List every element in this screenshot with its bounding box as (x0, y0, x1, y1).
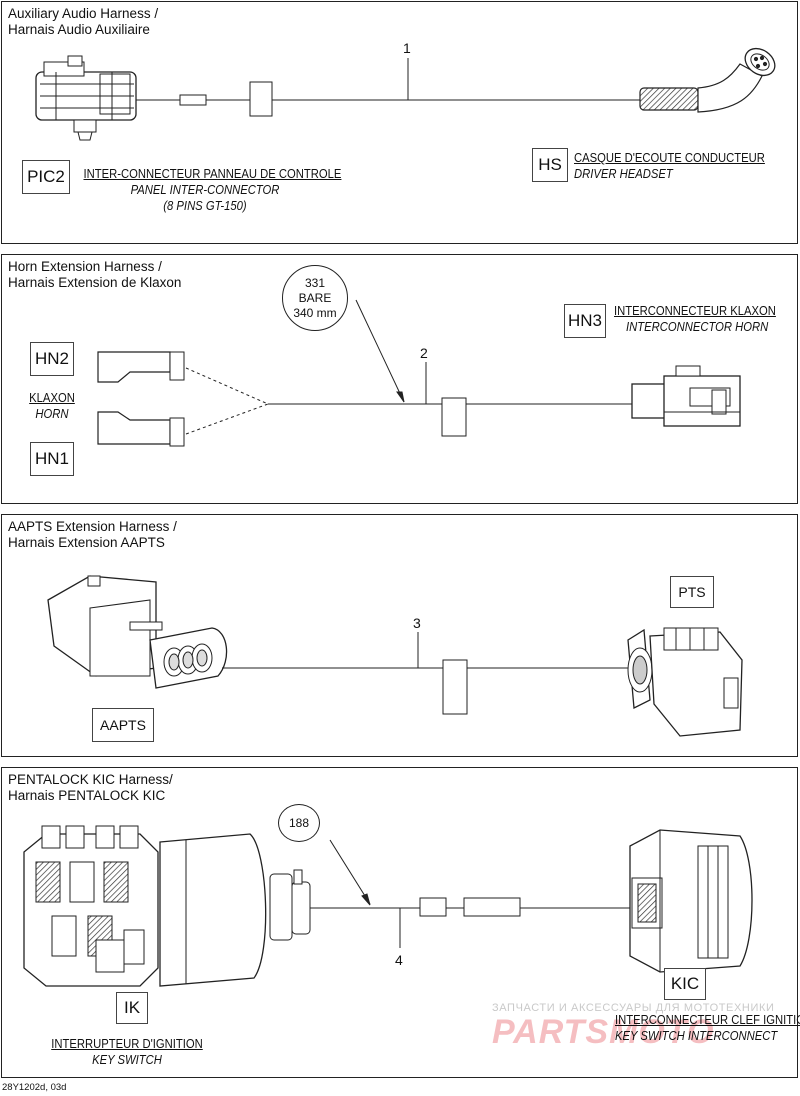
wire-label-tag (249, 81, 273, 117)
tag-hn3: HN3 (564, 304, 606, 338)
title-french: Harnais Extension de Klaxon (8, 275, 182, 290)
horn-terminal-hn1-icon (97, 411, 185, 447)
panel-title: Auxiliary Audio Harness / Harnais Audio … (8, 6, 158, 38)
wire-number: 3 (413, 615, 421, 631)
caption-ik-english: KEY SWITCH (92, 1053, 162, 1067)
wire-label-tag (442, 659, 468, 715)
wire-sleeve (419, 897, 447, 917)
length-arrow (329, 839, 371, 905)
title-english: AAPTS Extension Harness / (8, 519, 177, 534)
key-switch-icon (23, 825, 311, 987)
caption-pic2-english: PANEL INTER-CONNECTOR (130, 183, 280, 197)
watermark-logo: PARTSMOTO (492, 1013, 715, 1051)
tag-ik: IK (116, 992, 148, 1024)
caption-horn: HORN (35, 407, 69, 421)
caption-kic-english: KEY SWITCH INTERCONNECT (615, 1029, 778, 1043)
watermark-text: ЗАПЧАСТИ И АКСЕССУАРЫ ДЛЯ МОТОТЕХНИКИ (492, 1002, 775, 1014)
length-value: 331 (304, 275, 326, 290)
kic-connector-icon (629, 829, 753, 973)
length-value: 188 (288, 816, 310, 830)
caption-hs-english: DRIVER HEADSET (574, 167, 673, 181)
length-total: 340 mm (293, 305, 337, 320)
title-english: Auxiliary Audio Harness / (8, 6, 159, 21)
dashed-link-hn2 (185, 367, 269, 405)
pts-connector-icon (627, 627, 743, 737)
length-bubble: 331 BARE 340 mm (282, 265, 348, 331)
caption-ik-french: INTERRUPTEUR D'IGNITION (51, 1037, 203, 1051)
pic2-connector-icon (35, 55, 137, 141)
caption-hn3-french: INTERCONNECTEUR KLAXON (614, 304, 776, 318)
title-english: Horn Extension Harness / (8, 259, 162, 274)
title-french: Harnais Extension AAPTS (8, 535, 165, 550)
title-french: Harnais PENTALOCK KIC (8, 788, 166, 803)
wire-sleeve (463, 897, 521, 917)
caption-klaxon: KLAXON (29, 391, 75, 405)
headset-connector-icon (639, 47, 776, 113)
tag-kic: KIC (664, 968, 706, 1000)
panel-title: Horn Extension Harness / Harnais Extensi… (8, 259, 181, 291)
caption-pic2-french: INTER-CONNECTEUR PANNEAU DE CONTROLE (83, 167, 342, 181)
figure-code: 28Y1202d, 03d (2, 1082, 67, 1093)
wire-number: 2 (420, 345, 428, 361)
panel-title: AAPTS Extension Harness / Harnais Extens… (8, 519, 177, 551)
length-bubble: 188 (278, 804, 320, 842)
wire-sleeve (179, 94, 207, 106)
caption-kic-french: INTERCONNECTEUR CLEF IGNITION (615, 1013, 800, 1027)
panel-auxiliary-audio-harness: Auxiliary Audio Harness / Harnais Audio … (1, 1, 798, 244)
title-english: PENTALOCK KIC Harness/ (8, 772, 173, 787)
wire-number: 1 (403, 40, 411, 56)
tag-hn1: HN1 (30, 442, 74, 476)
tag-pic2: PIC2 (22, 160, 70, 194)
tag-hs: HS (532, 148, 568, 182)
tag-aapts: AAPTS (92, 708, 154, 742)
aapts-connector-icon (47, 575, 228, 689)
caption-hn3-english: INTERCONNECTOR HORN (626, 320, 769, 334)
horn-terminal-hn2-icon (97, 351, 185, 383)
length-bare: BARE (298, 290, 332, 305)
tag-hn2: HN2 (30, 342, 74, 376)
tag-pts: PTS (670, 576, 714, 608)
panel-title: PENTALOCK KIC Harness/ Harnais PENTALOCK… (8, 772, 173, 804)
wire-label-tag (441, 397, 467, 437)
length-arrow (355, 299, 405, 403)
dashed-link-hn1 (185, 403, 269, 435)
caption-pic2-spec: (8 PINS GT-150) (163, 199, 247, 213)
hn3-connector-icon (631, 365, 741, 427)
wire-number: 4 (395, 952, 403, 968)
title-french: Harnais Audio Auxiliaire (8, 22, 150, 37)
caption-hs-french: CASQUE D'ECOUTE CONDUCTEUR (574, 151, 765, 165)
